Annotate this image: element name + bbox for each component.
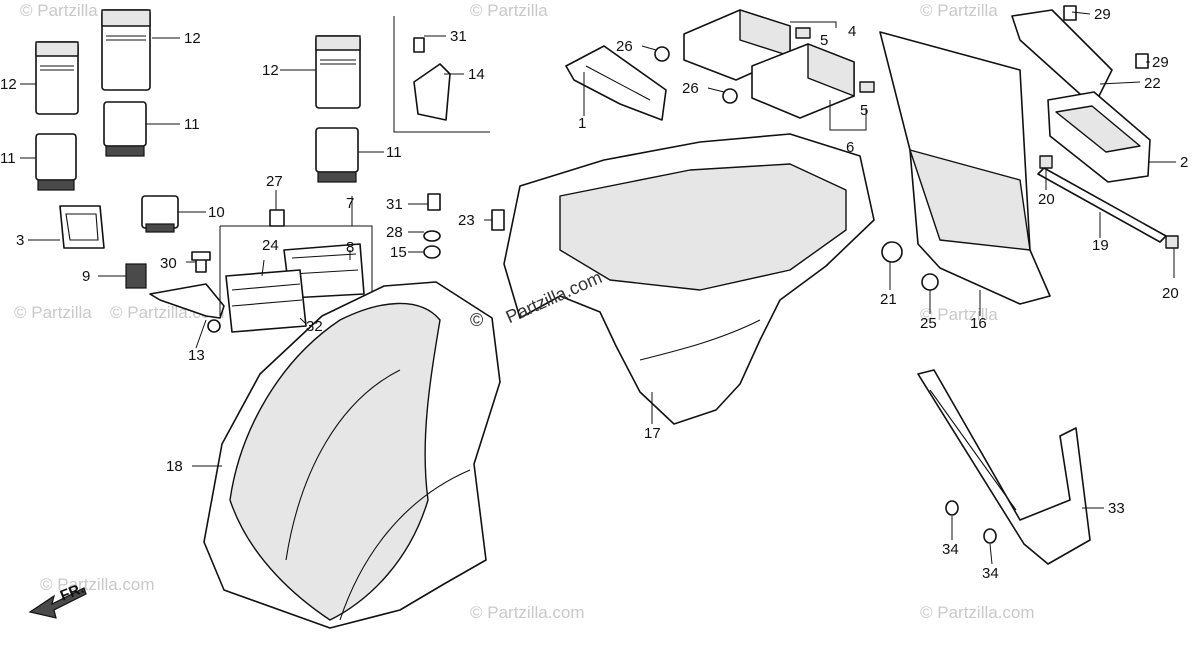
- callout-number: 28: [386, 224, 403, 241]
- bracket-7-frame: [219, 225, 373, 316]
- callout-number: 26: [682, 80, 699, 97]
- bracket-1: [565, 45, 667, 121]
- callout-number: 1: [578, 115, 586, 132]
- callout-number: 18: [166, 458, 183, 475]
- rear-fender-17: [503, 133, 875, 425]
- grommet-5-lower: [859, 81, 875, 93]
- strip-19: [1037, 167, 1167, 243]
- callout-number: 3: [16, 232, 24, 249]
- callout-number: 4: [848, 23, 856, 40]
- watermark-layer: © Partzilla © Partzilla © Partzilla © Pa…: [14, 1, 1035, 622]
- callout-number: 13: [188, 347, 205, 364]
- fuse-holder-8: [283, 243, 365, 299]
- callout-number: 14: [468, 66, 485, 83]
- callout-number: 19: [1092, 237, 1109, 254]
- watermark-text: © Partzilla: [20, 1, 98, 20]
- relay-11-mid: [315, 127, 359, 183]
- callout-number: 21: [880, 291, 897, 308]
- bolt-29-top: [1063, 5, 1077, 21]
- leader-lines: [20, 11, 1176, 565]
- callout-number: 31: [450, 28, 467, 45]
- watermark-text: © Partzilla.com: [40, 575, 155, 594]
- callout-number: 25: [920, 315, 937, 332]
- callout-number: 12: [0, 76, 17, 93]
- watermark-symbol: ©: [470, 310, 483, 330]
- watermark-text: © Partzilla: [920, 1, 998, 20]
- watermark-text: © Partzilla: [920, 305, 998, 324]
- relay-10: [141, 195, 179, 233]
- callout-number: 24: [262, 237, 279, 254]
- screw-23: [491, 209, 505, 231]
- bolt-27: [269, 209, 285, 227]
- relay-12-mid: [315, 35, 361, 109]
- screw-31: [427, 193, 441, 211]
- callout-number: 5: [860, 102, 868, 119]
- callout-number: 5: [820, 32, 828, 49]
- relay-11-left: [35, 133, 77, 191]
- module-6: [751, 43, 855, 119]
- callout-number: 11: [0, 150, 16, 167]
- callout-number: 30: [160, 255, 177, 272]
- callout-number: 6: [846, 139, 854, 156]
- front-fender-18: [203, 281, 501, 629]
- callout-number: 9: [82, 268, 90, 285]
- callout-number: 12: [262, 62, 279, 79]
- bracket-22: [1011, 9, 1113, 99]
- guard-33: [917, 369, 1091, 565]
- relay-12-top: [101, 9, 151, 91]
- bolt-29-right: [1135, 53, 1149, 69]
- callout-number: 32: [306, 318, 323, 335]
- washer-28: [423, 230, 441, 242]
- callout-number: 16: [970, 315, 987, 332]
- clip-26-upper: [654, 46, 670, 62]
- callout-number: 31: [386, 196, 403, 213]
- watermark-text: © Partzilla: [14, 303, 92, 322]
- callout-number: 15: [390, 244, 407, 261]
- callout-number: 23: [458, 212, 475, 229]
- bolt-30: [191, 251, 211, 273]
- callout-number: 22: [1144, 75, 1161, 92]
- callout-number: 29: [1094, 6, 1111, 23]
- watermark-text: © Partzilla: [470, 1, 548, 20]
- callout-number: 17: [644, 425, 661, 442]
- relay-12-left: [35, 41, 79, 115]
- nut-15: [423, 245, 441, 259]
- callout-number: 26: [616, 38, 633, 55]
- clip-25: [921, 273, 939, 291]
- panel-16: [879, 31, 1051, 305]
- callout-number: 33: [1108, 500, 1125, 517]
- clip-20-upper: [1039, 155, 1053, 169]
- watermark-text: © Partzilla.com: [470, 603, 585, 622]
- washer-34-right: [983, 528, 997, 544]
- clip-3: [59, 205, 105, 249]
- watermark-text: © Partzilla.com: [920, 603, 1035, 622]
- lamp-2: [1047, 91, 1151, 183]
- callout-number: 2: [1180, 154, 1188, 171]
- callout-number: 11: [184, 116, 200, 133]
- callout-number: 7: [346, 195, 354, 212]
- callout-numbers: 12 12 12 11 11 11 10 3 9 30 13 27 24 7 8…: [0, 6, 1188, 582]
- callout-number: 20: [1038, 191, 1055, 208]
- block-9: [125, 263, 147, 289]
- callout-number: 8: [346, 239, 354, 256]
- callout-number: 34: [982, 565, 999, 582]
- clip-26-lower: [722, 88, 738, 104]
- fuse-box-32: [225, 269, 307, 333]
- callout-number: 12: [184, 30, 201, 47]
- washer-34-left: [945, 500, 959, 516]
- cap-21: [881, 241, 903, 263]
- callout-number: 20: [1162, 285, 1179, 302]
- clip-20-lower: [1165, 235, 1179, 249]
- callout-number: 27: [266, 173, 283, 190]
- relay-11-top: [103, 101, 147, 157]
- callout-number: 34: [942, 541, 959, 558]
- bracket-14-box: [393, 16, 490, 133]
- callout-number: 11: [386, 144, 402, 161]
- front-direction-arrow: FR.: [28, 580, 87, 619]
- callout-number: 29: [1152, 54, 1169, 71]
- callout-number: 10: [208, 204, 225, 221]
- bracket-13: [149, 283, 225, 333]
- grommet-5-upper: [795, 27, 811, 39]
